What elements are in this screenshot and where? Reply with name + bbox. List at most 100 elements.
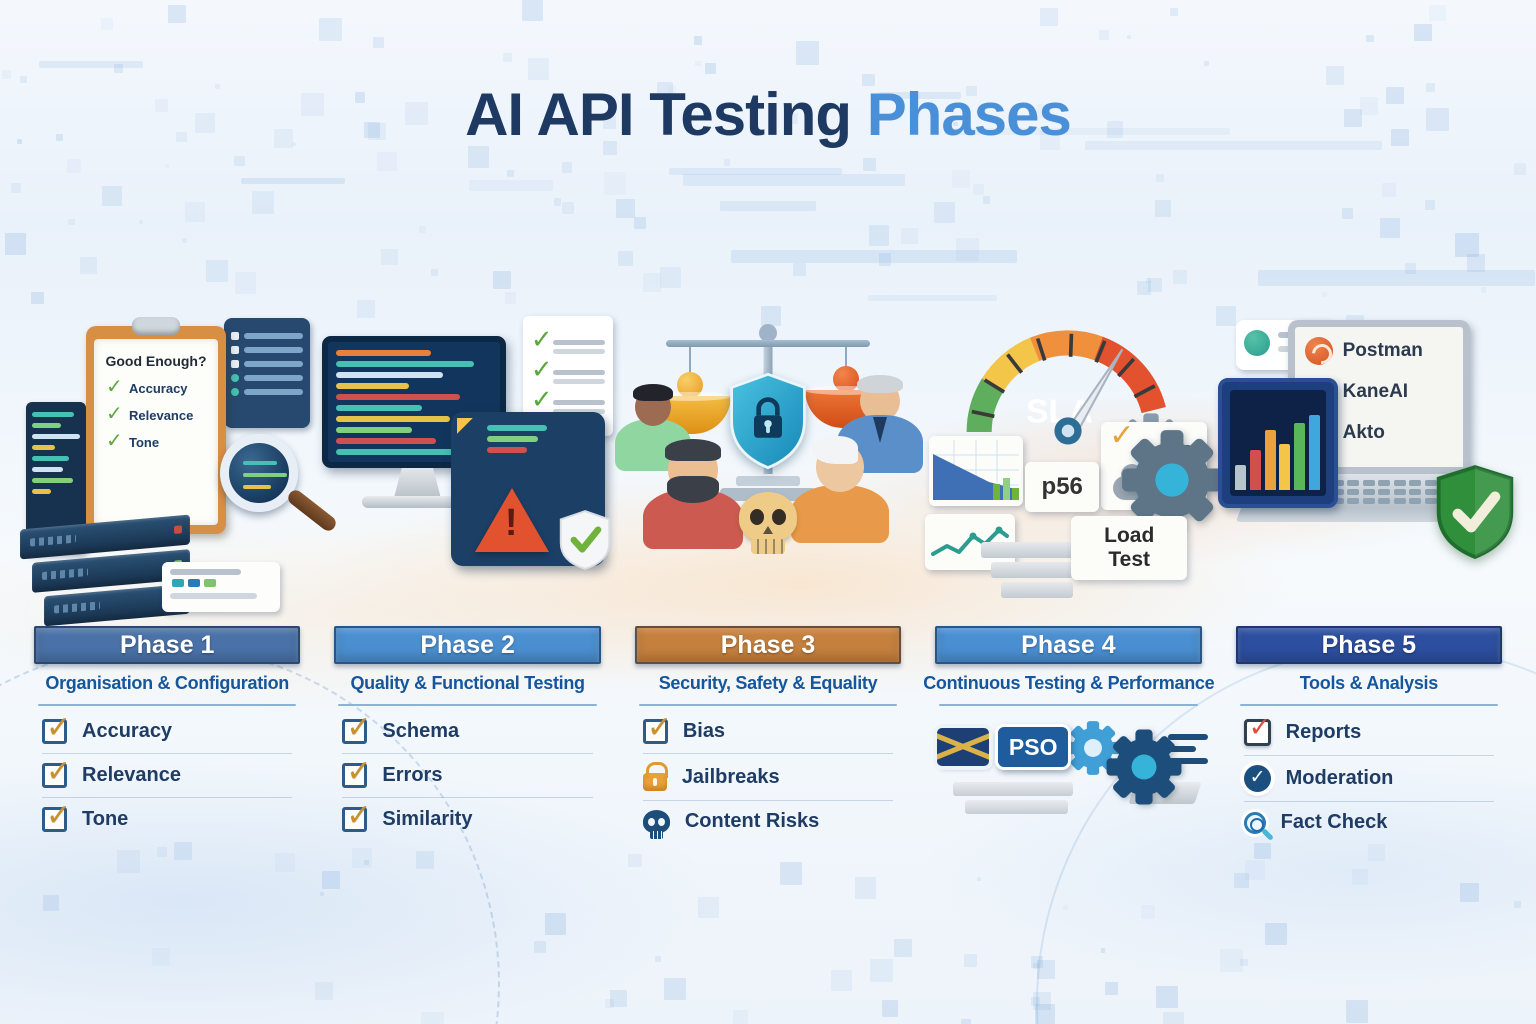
phase1-subtitle: Organisation & Configuration: [45, 673, 289, 693]
checkbox-icon: [642, 710, 672, 745]
mosaic-strip: [719, 201, 816, 211]
divider: [638, 704, 898, 706]
keyboard-key: [1331, 480, 1344, 486]
clipboard-item-label: Relevance: [129, 407, 194, 423]
report-icon: [1243, 712, 1271, 746]
phase5-illustration: Postman KaneAI Akto: [1217, 316, 1514, 618]
mosaic-square: [953, 121, 958, 127]
checklist-item: Accuracy: [42, 710, 292, 753]
mosaic-square: [373, 36, 385, 48]
mosaic-square: [952, 169, 971, 188]
mosaic-square: [862, 158, 876, 171]
postman-logo-icon: [1304, 337, 1333, 365]
checkbox-icon: [42, 710, 71, 745]
keyboard-key: [1424, 489, 1437, 495]
scale-beam: [666, 340, 871, 347]
check-row: [231, 374, 304, 382]
mosaic-square: [656, 81, 674, 99]
mosaic-square: [181, 237, 188, 244]
check-row: [231, 360, 304, 368]
mosaic-square: [1169, 7, 1178, 17]
mosaic-square: [234, 272, 257, 294]
checklist-item: Content Risks: [642, 800, 894, 842]
mosaic-square: [80, 256, 98, 274]
mosaic-strip: [683, 173, 906, 187]
doc-row: [531, 354, 605, 385]
mosaic-square: [761, 306, 782, 327]
phase2-subtitle: Quality & Functional Testing: [350, 673, 585, 693]
mosaic-square: [634, 217, 647, 230]
mosaic-square: [527, 58, 550, 80]
mosaic-square: [273, 129, 293, 149]
phase5-subtitle: Tools & Analysis: [1299, 673, 1439, 693]
mosaic-square: [964, 954, 978, 968]
mosaic-strip: [868, 294, 998, 302]
mosaic-square: [1424, 200, 1435, 211]
checklist-item: Bias: [642, 710, 893, 753]
gear-icon: [1120, 428, 1224, 537]
code-line: [32, 478, 73, 483]
scale-string: [688, 344, 691, 396]
mosaic-square: [1040, 130, 1060, 150]
mosaic-square: [301, 93, 324, 117]
green-check-icon: [106, 428, 123, 453]
mosaic-square: [1426, 82, 1436, 92]
keyboard-key: [1347, 489, 1360, 495]
mosaic-square: [367, 122, 386, 141]
checklist-item: Reports: [1243, 710, 1494, 755]
phase4-icon-strip: PSO: [923, 712, 1213, 844]
mosaic-square: [492, 271, 511, 289]
mosaic-square: [901, 227, 918, 245]
avatar-head: [812, 436, 865, 492]
divider: [38, 704, 297, 706]
mosaic-square: [505, 292, 517, 304]
mosaic-square: [431, 269, 439, 277]
phase3-checklist: Bias Jailbreaks Content Risks: [623, 710, 913, 842]
green-check-icon: [531, 384, 553, 415]
checklist-item-label: Errors: [382, 764, 443, 786]
phase1-checklist: Accuracy Relevance Tone: [22, 710, 312, 841]
mosaic-square: [184, 201, 206, 223]
area-chart-card: [929, 436, 1024, 506]
code-line: [336, 350, 431, 356]
phase2-column: Phase 2 Quality & Functional Testing Sch…: [322, 316, 613, 844]
code-line: [243, 473, 288, 477]
phase3-subtitle: Security, Safety & Equality: [658, 673, 878, 693]
mosaic-square: [467, 146, 490, 168]
mosaic-strip: [1258, 270, 1535, 286]
check-row: [231, 346, 304, 354]
checklist-item: Similarity: [342, 797, 593, 841]
mosaic-square: [68, 218, 75, 226]
mosaic-square: [663, 977, 687, 1000]
phase2-checklist: Schema Errors Similarity: [322, 710, 612, 841]
checkbox-icon: [342, 754, 372, 789]
mosaic-square: [354, 92, 366, 103]
mosaic-square: [100, 18, 113, 31]
keyboard-key: [1331, 489, 1344, 495]
mosaic-square: [1172, 269, 1187, 284]
green-check-icon: [531, 324, 553, 355]
mosaic-square: [1126, 34, 1131, 39]
clipboard-row: Relevance: [106, 401, 210, 426]
avatar-person: [791, 436, 890, 543]
doc-row: [531, 384, 605, 415]
keyboard-key: [1424, 480, 1437, 486]
chart-bar: [1235, 465, 1247, 490]
phase5-checklist: Reports Moderation Fact Check: [1224, 710, 1514, 843]
row-line: [244, 347, 304, 353]
check-row: [231, 388, 304, 396]
checklist-item: Tone: [42, 797, 293, 841]
mosaic-square: [1481, 287, 1487, 293]
mosaic-square: [1325, 66, 1344, 85]
mosaic-square: [1155, 173, 1164, 183]
mosaic-square: [251, 191, 275, 215]
checklist-item-label: Schema: [382, 720, 460, 742]
mosaic-square: [1039, 8, 1058, 27]
mosaic-square: [31, 291, 44, 305]
tool-name: Akto: [1342, 422, 1385, 443]
mosaic-square: [732, 1010, 748, 1024]
mosaic-square: [291, 141, 297, 147]
keyboard-key: [1378, 480, 1391, 486]
checklist-item-label: Reports: [1285, 721, 1362, 743]
check-square: [231, 360, 240, 368]
